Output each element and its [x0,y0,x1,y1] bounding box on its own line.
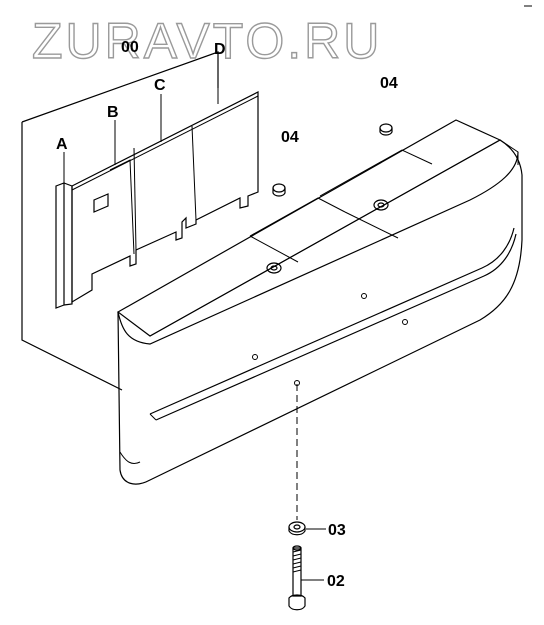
label-b: B [107,104,119,121]
label-03: 03 [328,522,346,539]
label-c: C [154,77,166,94]
label-00: 00 [121,39,139,56]
cap-04-top [379,123,393,136]
label-04-mid: 04 [281,129,299,146]
washer-03 [288,521,326,536]
label-a: A [56,136,68,153]
bolt-02 [288,545,324,611]
plate-leaders [63,58,219,183]
watermark-text: ZURAVTO.RU [32,13,382,69]
counterweight [116,119,523,485]
weight-plates [55,91,259,309]
label-04-top: 04 [380,75,398,92]
cap-04-mid [272,183,286,197]
background-sheet [21,51,219,391]
label-d: D [214,41,226,58]
label-02: 02 [327,573,345,590]
